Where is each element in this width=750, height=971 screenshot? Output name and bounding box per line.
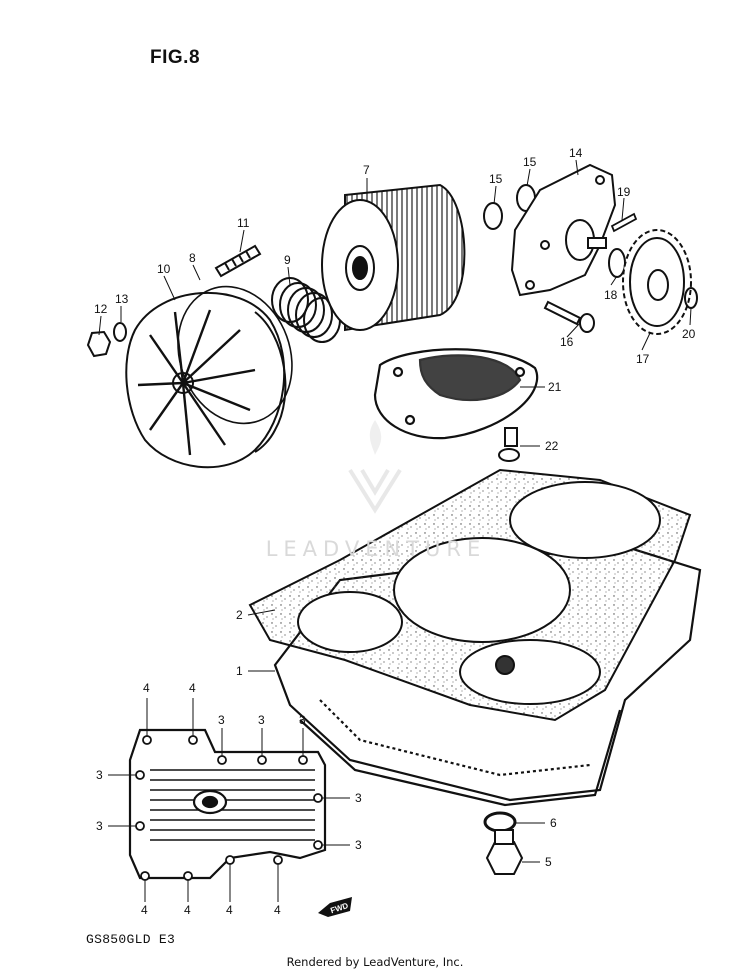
- pump-o-ring-left: [483, 202, 503, 230]
- callout-3: 3: [355, 838, 362, 852]
- callout-15-left: 15: [489, 172, 503, 186]
- oil-filter: [321, 183, 466, 332]
- callout-3: 3: [96, 819, 103, 833]
- oil-filter-cover: [125, 291, 287, 469]
- callout-10: 10: [157, 262, 171, 276]
- leader-lines: [98, 159, 692, 902]
- oil-pan-cover-plate: [128, 728, 327, 881]
- cover-stud: [214, 244, 262, 278]
- drain-plug-gasket: [483, 811, 517, 833]
- callout-3: 3: [96, 768, 103, 782]
- callout-12: 12: [94, 302, 108, 316]
- callout-4: 4: [189, 681, 196, 695]
- forward-arrow-icon: FWD: [318, 897, 352, 917]
- model-code: GS850GLD E3: [86, 932, 176, 947]
- callout-3: 3: [299, 713, 306, 727]
- callout-19: 19: [617, 185, 631, 199]
- oil-pan-gasket: [248, 468, 692, 722]
- callout-3: 3: [258, 713, 265, 727]
- callout-3: 3: [218, 713, 225, 727]
- callout-7: 7: [363, 163, 370, 177]
- callout-15-right: 15: [523, 155, 537, 169]
- callout-5: 5: [545, 855, 552, 869]
- callout-11: 11: [237, 216, 250, 230]
- callout-20: 20: [682, 327, 696, 341]
- callout-1: 1: [236, 664, 243, 678]
- callout-4: 4: [184, 903, 191, 917]
- cover-o-ring: [177, 285, 293, 425]
- cap-nut: [86, 330, 112, 358]
- callout-4: 4: [141, 903, 148, 917]
- callout-4: 4: [226, 903, 233, 917]
- drain-plug: [485, 829, 524, 875]
- strainer-bolt: [498, 427, 520, 462]
- watermark-text: LEADVENTURE: [265, 537, 487, 561]
- filter-spring: [271, 277, 341, 343]
- oil-pump: [510, 163, 617, 297]
- callout-4: 4: [143, 681, 150, 695]
- callout-14: 14: [569, 146, 583, 160]
- sealing-washer: [113, 322, 127, 342]
- callout-13: 13: [115, 292, 129, 306]
- figure-title: FIG.8: [150, 47, 201, 68]
- callout-18: 18: [604, 288, 618, 302]
- callout-21: 21: [548, 380, 562, 394]
- callout-9: 9: [284, 253, 291, 267]
- pump-bolt: [543, 300, 595, 333]
- oil-strainer: [373, 348, 539, 440]
- callout-17: 17: [636, 352, 650, 366]
- callout-6: 6: [550, 816, 557, 830]
- callout-16: 16: [560, 335, 574, 349]
- callout-3: 3: [355, 791, 362, 805]
- callout-4: 4: [274, 903, 281, 917]
- footer-credit: Rendered by LeadVenture, Inc.: [286, 955, 464, 969]
- callout-8: 8: [189, 251, 196, 265]
- pump-pin: [610, 212, 638, 233]
- callout-22: 22: [545, 439, 559, 453]
- watermark-logo: [348, 420, 402, 514]
- callout-labels: 7 11 8 10 9 12 13 14 15 15 19 18 16 17 2…: [94, 146, 696, 917]
- callout-2: 2: [236, 608, 243, 622]
- oil-pump-gear: [622, 229, 692, 335]
